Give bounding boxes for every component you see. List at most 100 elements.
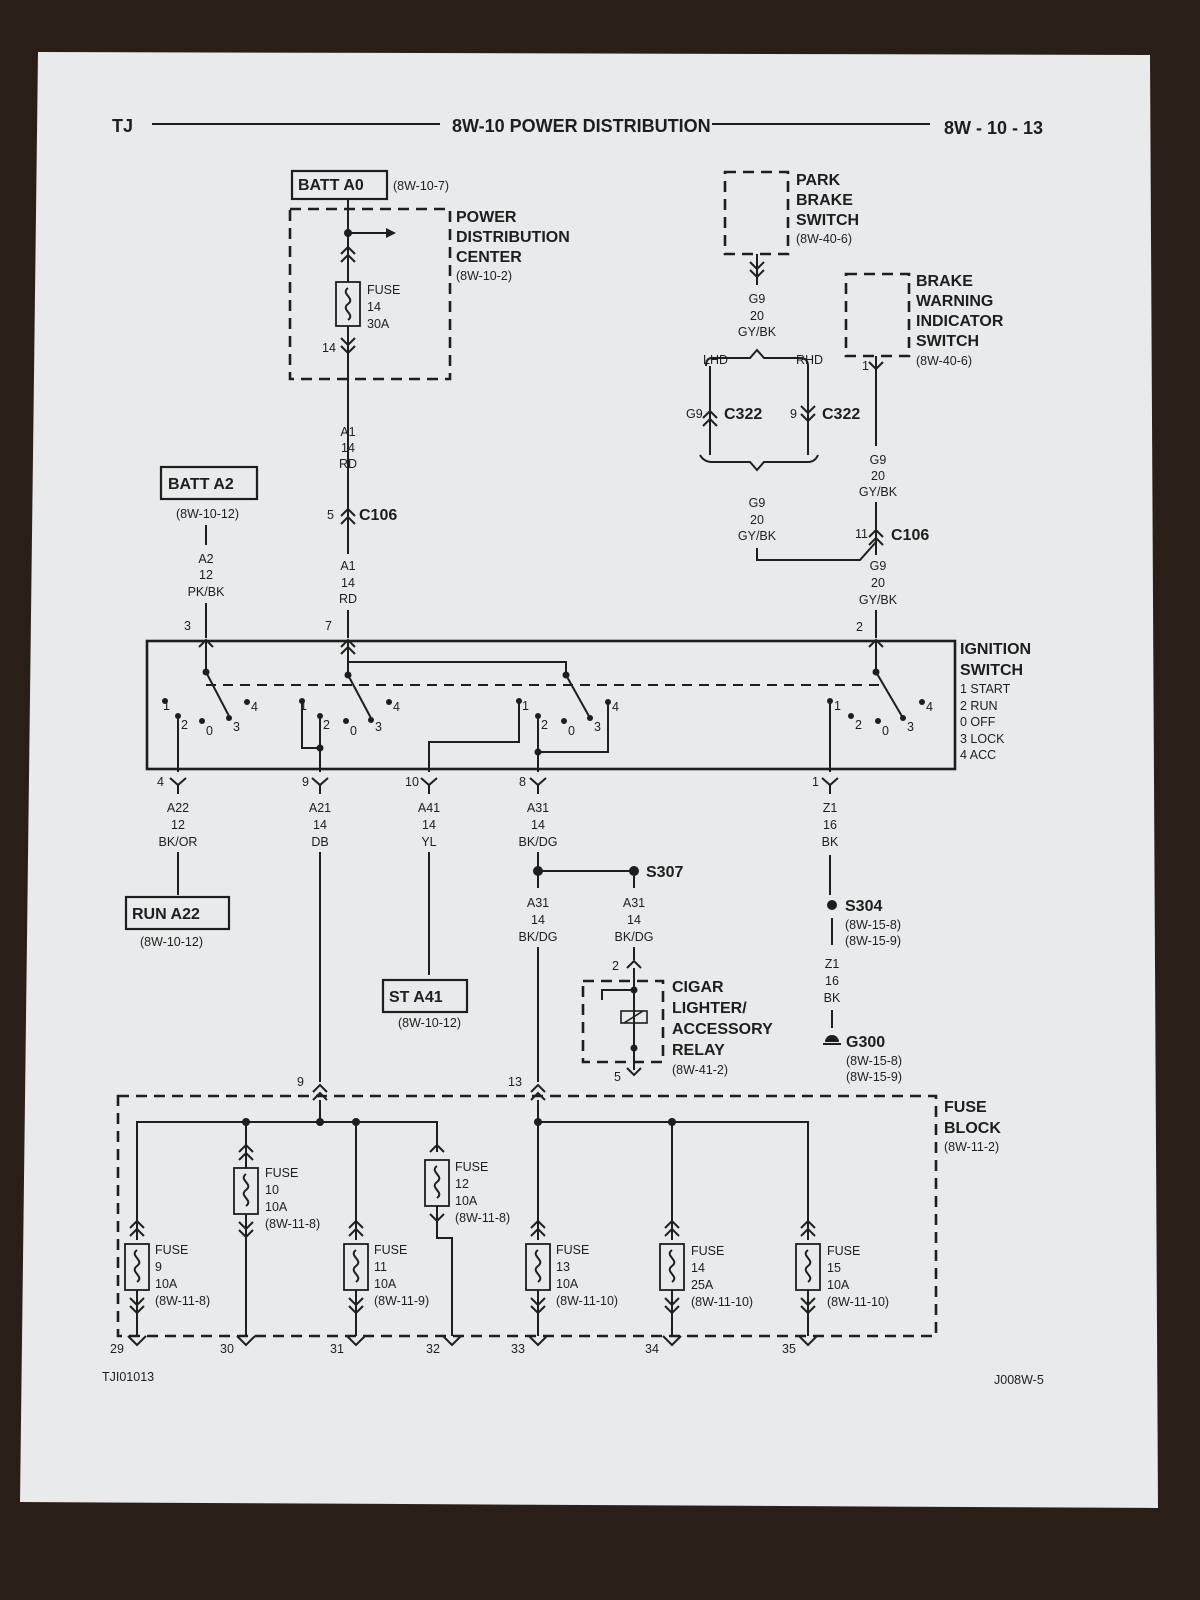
output-circuit: Z1 (823, 801, 838, 815)
fuse-pin: 35 (782, 1342, 796, 1356)
batt-a0-box (290, 169, 389, 201)
output-gauge: 16 (823, 818, 837, 832)
output-pin: 1 (812, 775, 819, 789)
a1-top-gauge: 14 (341, 441, 355, 455)
paper-sheet (20, 52, 1158, 1508)
fuse-number: 12 (455, 1177, 469, 1191)
fuse-block-title-1: FUSE (944, 1099, 987, 1116)
fuse-block-ref: (8W-11-2) (944, 1140, 999, 1154)
a1-top-color: RD (339, 457, 357, 471)
fuse-ref: (8W-11-10) (691, 1295, 753, 1309)
fuse-13: FUSE 13 10A (8W-11-10) 33 (511, 1219, 618, 1356)
fuse-number: 10 (265, 1183, 279, 1197)
fuse-amps: 10A (265, 1200, 288, 1214)
fuse-label: FUSE (691, 1244, 724, 1258)
ign-g1-n4: 4 (251, 700, 258, 714)
a31-right-color: BK/DG (615, 930, 654, 944)
output-color: BK/DG (519, 835, 558, 849)
g9-warn-gauge: 20 (871, 469, 885, 483)
a31-left-gauge: 14 (531, 913, 545, 927)
batt-a2-label: BATT A2 (168, 476, 234, 493)
ignition-title-2: SWITCH (960, 662, 1023, 679)
g9-park-color: GY/BK (738, 325, 777, 339)
footer-right-code: J008W-5 (994, 1373, 1044, 1387)
output-color: BK (822, 835, 839, 849)
output-gauge: 12 (171, 818, 185, 832)
ign-g1-n3: 3 (233, 720, 240, 734)
fuse-amps: 10A (827, 1278, 850, 1292)
fuse-pin: 29 (110, 1342, 124, 1356)
ign-g3-n1: 1 (522, 699, 529, 713)
park-brake-title-1: PARK (796, 172, 841, 189)
fuse-ref: (8W-11-8) (455, 1211, 510, 1225)
fuse-pin: 30 (220, 1342, 234, 1356)
ign-pos-acc: 4 ACC (960, 748, 996, 762)
fuse-number: 15 (827, 1261, 841, 1275)
header-title: 8W-10 POWER DISTRIBUTION (452, 116, 711, 136)
fuse-label: FUSE (155, 1243, 188, 1257)
a2-color: PK/BK (188, 585, 225, 599)
fuse-block-in-13: 13 (508, 1075, 522, 1089)
fuse-amps: 10A (155, 1277, 178, 1291)
fuse-15: FUSE 15 10A (8W-11-10) 35 (782, 1219, 889, 1356)
fuse-amps: 10A (455, 1194, 478, 1208)
batt-a0-ref: (8W-10-7) (393, 179, 449, 193)
output-color: DB (311, 835, 328, 849)
g300-ref-1: (8W-15-8) (846, 1054, 902, 1068)
ign-g4-n2: 2 (855, 718, 862, 732)
ign-input-pin-3: 3 (184, 619, 191, 633)
st-a41-label: ST A41 (389, 989, 443, 1006)
a1-bot-gauge: 14 (341, 576, 355, 590)
g9-mid-circuit: G9 (749, 496, 766, 510)
ign-g2-n4: 4 (393, 700, 400, 714)
ign-pos-lock: 3 LOCK (960, 732, 1005, 746)
ign-input-pin-2: 2 (856, 620, 863, 634)
brake-warn-pin: 1 (862, 359, 869, 373)
splice-s307-dot (629, 866, 639, 876)
output-color: YL (421, 835, 436, 849)
cigar-title-2: LIGHTER/ (672, 1000, 747, 1017)
g9-bot-color: GY/BK (859, 593, 898, 607)
s304-ref-2: (8W-15-9) (845, 934, 901, 948)
cigar-title-1: CIGAR (672, 979, 724, 996)
ign-g3-n3: 3 (594, 720, 601, 734)
output-pin: 8 (519, 775, 526, 789)
g9-park-gauge: 20 (750, 309, 764, 323)
brake-warn-title-2: WARNING (916, 293, 993, 310)
fuse-pin: 31 (330, 1342, 344, 1356)
a31-right-circuit: A31 (623, 896, 645, 910)
c322-right-pin: 9 (790, 407, 797, 421)
pdc-title-2: DISTRIBUTION (456, 229, 570, 246)
c106-left-pin: 5 (327, 508, 334, 522)
ign-pos-run: 2 RUN (960, 699, 998, 713)
rhd-label: RHD (796, 353, 823, 367)
s304-label: S304 (845, 898, 882, 915)
g9-bot-circuit: G9 (870, 559, 887, 573)
pdc-ref: (8W-10-2) (456, 269, 512, 283)
a31-left-color: BK/DG (519, 930, 558, 944)
footer-left-code: TJI01013 (102, 1370, 154, 1384)
output-circuit: A41 (418, 801, 440, 815)
fuse-number: 9 (155, 1260, 162, 1274)
g300-ref-2: (8W-15-9) (846, 1070, 902, 1084)
ign-g1-n0: 0 (206, 724, 213, 738)
brake-warn-ref: (8W-40-6) (916, 354, 972, 368)
a1-top-circuit: A1 (340, 425, 355, 439)
fuse-pin: 32 (426, 1342, 440, 1356)
ign-g2-n1: 1 (300, 699, 307, 713)
output-color: BK/OR (159, 835, 198, 849)
fuse-block-in-9: 9 (297, 1075, 304, 1089)
z1-gauge: 16 (825, 974, 839, 988)
fuse-block-title-2: BLOCK (944, 1120, 1001, 1137)
ign-g3-n2: 2 (541, 718, 548, 732)
cigar-title-4: RELAY (672, 1042, 725, 1059)
fuse-10: FUSE 10 10A (8W-11-8) 30 (220, 1143, 320, 1356)
fuse-block-box (116, 1094, 938, 1338)
a31-right-gauge: 14 (627, 913, 641, 927)
g9-park-circuit: G9 (749, 292, 766, 306)
fuse-ref: (8W-11-10) (556, 1294, 618, 1308)
fuse-label: FUSE (556, 1243, 589, 1257)
output-pin: 10 (405, 775, 419, 789)
brake-warn-title-4: SWITCH (916, 333, 979, 350)
